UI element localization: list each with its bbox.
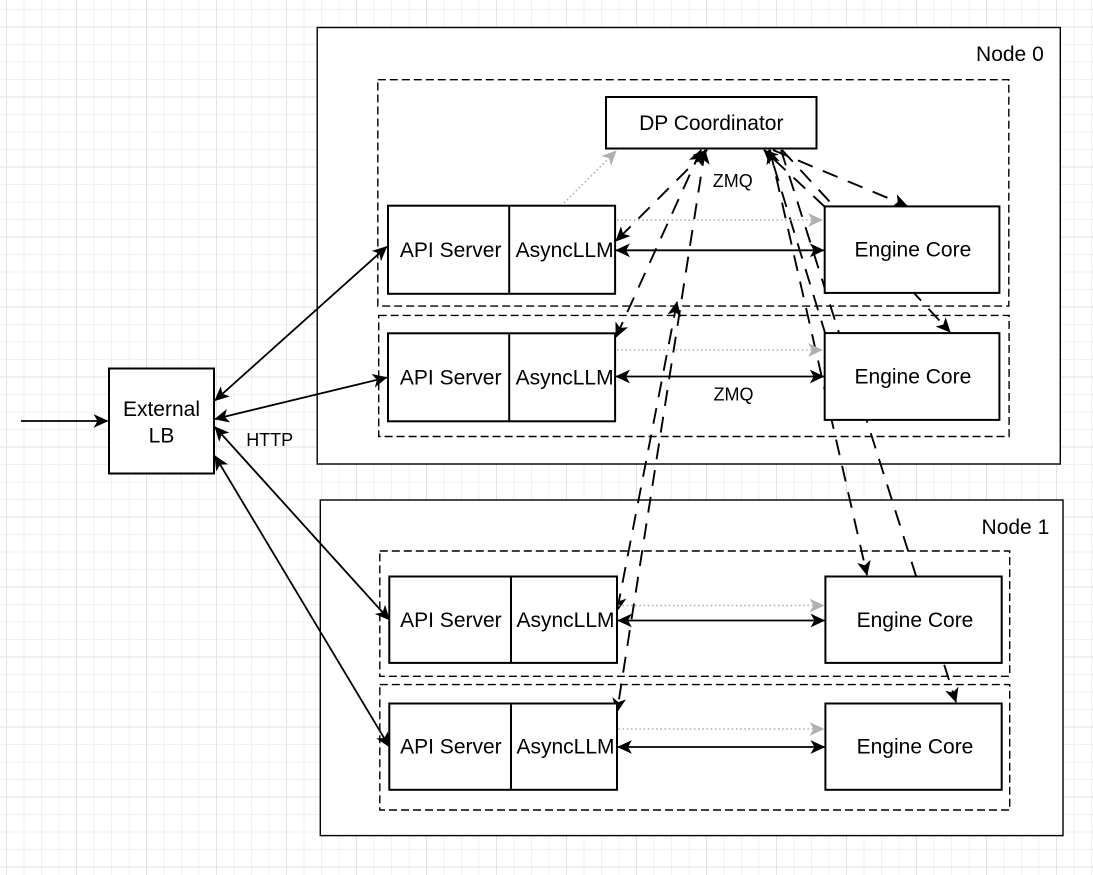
svg-text:AsyncLLM: AsyncLLM (516, 239, 614, 262)
svg-text:API Server: API Server (400, 239, 502, 262)
svg-text:API Server: API Server (400, 609, 502, 632)
svg-text:API Server: API Server (400, 366, 502, 389)
svg-text:ZMQ: ZMQ (713, 171, 753, 191)
svg-text:Engine Core: Engine Core (855, 239, 972, 262)
svg-text:API Server: API Server (400, 736, 502, 759)
svg-text:AsyncLLM: AsyncLLM (516, 609, 614, 632)
svg-text:Node 0: Node 0 (976, 43, 1044, 66)
svg-text:Node 1: Node 1 (982, 516, 1050, 539)
svg-text:Engine Core: Engine Core (857, 736, 974, 759)
svg-text:AsyncLLM: AsyncLLM (516, 366, 614, 389)
svg-text:Engine Core: Engine Core (855, 366, 972, 389)
svg-text:External: External (123, 398, 200, 421)
svg-text:LB: LB (149, 424, 175, 447)
svg-text:DP Coordinator: DP Coordinator (639, 112, 783, 135)
svg-text:ZMQ: ZMQ (714, 385, 754, 405)
svg-text:HTTP: HTTP (246, 430, 293, 450)
svg-text:Engine Core: Engine Core (857, 609, 974, 632)
svg-text:AsyncLLM: AsyncLLM (516, 736, 614, 759)
